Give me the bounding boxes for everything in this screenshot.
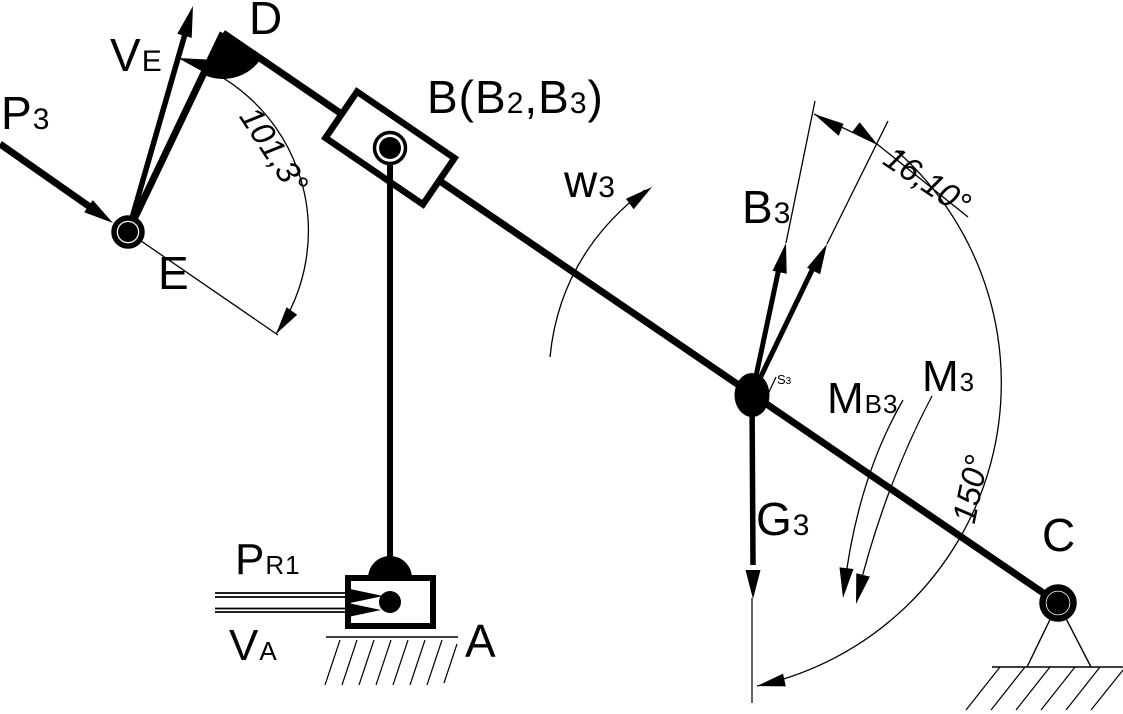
link-ed [124, 31, 227, 234]
label-velocity-va: VA [229, 624, 278, 668]
label-joint-a: A [465, 618, 497, 664]
vector-b3a-arrowhead [772, 243, 787, 274]
label-force-p3: P3 [1, 90, 50, 136]
label-force-pr1-main: P [235, 535, 266, 584]
pin-b-center [379, 137, 401, 159]
label-moment-mb3-main: M [827, 374, 865, 423]
vector-va-arrowhead [348, 603, 381, 617]
angle-101-arrowhead-bottom [276, 307, 298, 334]
moment-m3-arc [856, 395, 933, 598]
label-joint-b-sub2: 3 [569, 87, 588, 120]
label-velocity-va-main: V [229, 621, 260, 670]
vector-va-shaft [215, 607, 350, 613]
label-point-s3: S3 [777, 373, 791, 387]
vector-g3-arrowhead [745, 570, 761, 599]
dim-16-arrowhead-left [814, 114, 844, 136]
label-force-g3: G3 [756, 496, 810, 542]
joint-a-dome [368, 556, 412, 578]
label-velocity-ve: VE [110, 32, 163, 78]
label-point-s3-main: S [777, 372, 786, 387]
label-force-pr1: PR1 [235, 538, 301, 582]
label-point-s3-sub: 3 [785, 376, 792, 387]
label-joint-b: B(B2,B3) [427, 74, 604, 120]
label-joint-b-pre: B(B [427, 71, 507, 123]
label-force-g3-main: G [756, 493, 793, 545]
s3-leader-tick [768, 376, 777, 393]
dim-16-extension-line-2 [826, 120, 889, 245]
label-velocity-va-sub: A [259, 636, 278, 666]
label-joint-d-text: D [249, 0, 284, 44]
vector-pr1-arrowhead [350, 589, 383, 603]
label-moment-m3-main: M [922, 352, 960, 401]
omega3-arc [549, 189, 646, 358]
angle-150-arrowhead [757, 673, 786, 687]
angle-150-arc [756, 151, 1002, 687]
label-omega3: w3 [564, 158, 616, 204]
label-joint-b-mid: ,B [524, 71, 570, 123]
moment-m3-arrowhead [856, 573, 870, 604]
label-moment-mb3: MB3 [827, 377, 898, 421]
label-force-p3-main: P [1, 87, 33, 139]
vector-pr1-shaft [215, 592, 352, 598]
moment-mb3-arrowhead [839, 567, 854, 598]
label-joint-e: E [158, 250, 190, 296]
vector-ve-arrowhead [177, 6, 193, 38]
label-joint-d: D [249, 0, 283, 41]
label-omega3-sub: 3 [598, 171, 616, 204]
label-force-pr1-sub: R1 [265, 550, 301, 580]
label-joint-b-sub1: 2 [506, 87, 525, 120]
label-force-g3-sub: 3 [792, 509, 811, 542]
label-joint-b-post: ) [587, 71, 604, 123]
vector-p3-shaft [0, 141, 93, 210]
label-omega3-main: w [564, 155, 599, 207]
label-force-b3-sub: 3 [773, 197, 792, 230]
vector-p3-arrowhead [84, 200, 113, 223]
pivot-e-center [118, 222, 138, 242]
label-moment-mb3-sub: B3 [864, 389, 899, 419]
label-joint-c-text: C [1042, 509, 1077, 561]
label-moment-m3: M3 [922, 355, 975, 399]
label-joint-e-text: E [158, 247, 190, 299]
angle-101-arrowhead-top [178, 58, 207, 72]
pivot-c-center [1046, 591, 1070, 615]
joint-d-angle-fill [203, 33, 261, 79]
label-velocity-ve-main: V [110, 29, 142, 81]
dim-16-leader-line [876, 143, 969, 218]
ground-hatching-a [324, 639, 458, 686]
e-reference-line [127, 231, 279, 336]
vector-b3b-arrowhead [807, 244, 827, 275]
s3-point [734, 373, 770, 417]
label-force-b3: B3 [742, 184, 791, 230]
dim-16-arrowhead-right [851, 122, 877, 144]
omega3-arrowhead [625, 187, 652, 210]
moment-mb3-arc [843, 399, 904, 591]
label-joint-a-text: A [465, 615, 497, 667]
dim-16-extension-line-1 [785, 100, 816, 244]
ground-hatching-c [965, 666, 1123, 711]
pin-a [379, 591, 401, 613]
vector-b3b-shaft [749, 264, 817, 397]
label-velocity-ve-sub: E [141, 45, 163, 78]
label-moment-m3-sub: 3 [959, 367, 976, 397]
label-force-p3-sub: 3 [32, 103, 51, 136]
vector-g3-shaft [749, 394, 756, 566]
label-joint-c: C [1042, 512, 1076, 558]
label-force-b3-main: B [742, 181, 774, 233]
vector-ve-shaft [125, 33, 188, 233]
